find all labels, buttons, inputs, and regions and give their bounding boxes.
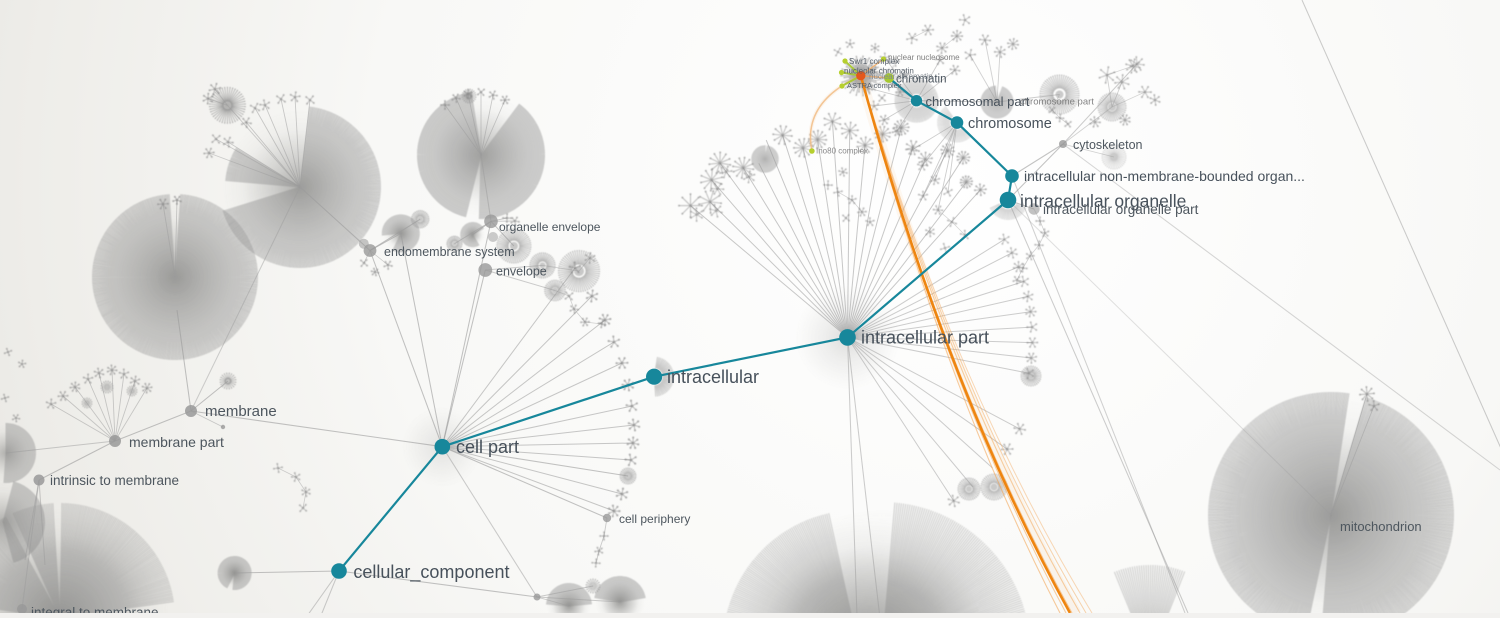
svg-text:membrane part: membrane part — [129, 434, 224, 450]
svg-text:nucleolar chromatin: nucleolar chromatin — [844, 67, 914, 76]
svg-text:chromatin: chromatin — [896, 74, 947, 86]
svg-text:intracellular: intracellular — [667, 367, 759, 387]
svg-text:intrinsic to membrane: intrinsic to membrane — [50, 473, 179, 488]
svg-text:intracellular organelle part: intracellular organelle part — [1043, 202, 1199, 217]
svg-text:mitochondrion: mitochondrion — [1340, 519, 1422, 534]
svg-text:chromosome: chromosome — [968, 116, 1052, 132]
svg-text:cell periphery: cell periphery — [619, 512, 690, 526]
svg-text:intracellular non-membrane-bou: intracellular non-membrane-bounded organ… — [1024, 168, 1305, 184]
svg-text:cytoskeleton: cytoskeleton — [1073, 138, 1143, 152]
svg-text:Ino80 complex: Ino80 complex — [816, 147, 868, 156]
svg-text:cellular_component: cellular_component — [353, 562, 509, 583]
svg-text:Swr1 complex: Swr1 complex — [849, 57, 899, 66]
svg-text:membrane: membrane — [205, 403, 277, 420]
svg-text:nuclear chromatin: nuclear chromatin — [869, 72, 933, 81]
svg-text:chromosomal part: chromosomal part — [926, 94, 1030, 109]
svg-text:ASTRA complex: ASTRA complex — [847, 81, 902, 90]
svg-text:intracellular part: intracellular part — [861, 328, 989, 348]
svg-text:integral to membrane: integral to membrane — [31, 605, 159, 613]
svg-text:intracellular organelle: intracellular organelle — [1020, 191, 1186, 211]
svg-text:organelle envelope: organelle envelope — [499, 220, 601, 234]
svg-text:cell part: cell part — [456, 437, 519, 457]
svg-text:chromosome part: chromosome part — [1020, 97, 1094, 108]
svg-text:envelope: envelope — [496, 265, 547, 279]
svg-text:nuclear nucleosome: nuclear nucleosome — [888, 53, 960, 62]
svg-text:endomembrane system: endomembrane system — [384, 245, 515, 259]
